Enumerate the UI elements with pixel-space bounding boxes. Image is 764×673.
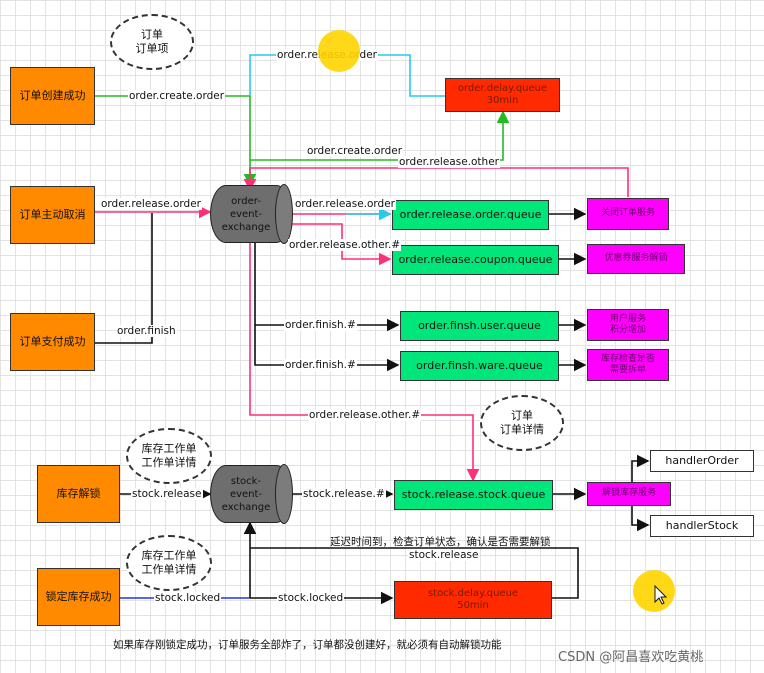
queue-order-release-label: order.release.order.queue bbox=[399, 208, 542, 222]
note-stock-task-1-text: 库存工作单 工作单详情 bbox=[141, 441, 197, 469]
publisher-order-paid-label: 订单支付成功 bbox=[19, 335, 86, 349]
queue-finish-ware-label: order.finsh.ware.queue bbox=[416, 359, 543, 373]
rk-binding-release-order: order.release.order bbox=[294, 198, 396, 210]
publisher-stock-locked-label: 锁定库存成功 bbox=[45, 590, 112, 604]
queue-stock-release: stock.release.stock.queue bbox=[394, 480, 553, 510]
queue-order-delay-name: order.delay.queue bbox=[457, 82, 548, 94]
publisher-order-cancelled: 订单主动取消 bbox=[10, 186, 95, 244]
stock-event-exchange: stock- event- exchange bbox=[210, 464, 293, 524]
queue-stock-delay-name: stock.delay.queue bbox=[427, 587, 519, 599]
consumer-unlock-coupon: 优惠券服务解锁 bbox=[587, 244, 685, 274]
note-stock-task-2: 库存工作单 工作单详情 bbox=[126, 535, 212, 591]
queue-stock-release-label: stock.release.stock.queue bbox=[401, 488, 546, 502]
note-order-items-text: 订单 订单项 bbox=[135, 27, 169, 55]
queue-order-delay-ttl: 30min bbox=[486, 95, 519, 106]
queue-order-delay: order.delay.queue 30min bbox=[445, 78, 560, 112]
consumer-unlock-stock-label: 解锁库存服务 bbox=[601, 488, 656, 499]
rk-stock-locked-1: stock.locked bbox=[154, 592, 222, 604]
stock-event-exchange-label: stock- event- exchange bbox=[221, 475, 271, 513]
consumer-ware-split-label: 库存检查是否 需要拆单 bbox=[600, 353, 655, 375]
rk-create-order-2: order.create.order bbox=[306, 145, 404, 157]
queue-coupon-release: order.release.coupon.queue bbox=[392, 245, 559, 275]
queue-finish-ware: order.finsh.ware.queue bbox=[400, 351, 559, 381]
consumer-user-points: 用户服务 积分增加 bbox=[587, 309, 669, 341]
note-order-items: 订单 订单项 bbox=[110, 14, 194, 70]
rk-binding-release-other: order.release.other.# bbox=[288, 239, 402, 251]
queue-order-release: order.release.order.queue bbox=[392, 200, 549, 230]
rk-create-order-1: order.create.order bbox=[128, 90, 226, 102]
watermark: CSDN @阿昌喜欢吃黄桃 bbox=[558, 650, 704, 665]
queue-coupon-release-label: order.release.coupon.queue bbox=[398, 253, 553, 267]
note-order-details: 订单 订单详情 bbox=[480, 395, 564, 451]
consumer-close-order: 关闭订单服务 bbox=[587, 198, 669, 230]
mouse-pointer-icon bbox=[633, 570, 675, 612]
publisher-order-created-label: 订单创建成功 bbox=[19, 89, 86, 103]
rk-binding-release-other-stock: order.release.other.# bbox=[308, 409, 422, 421]
handler-order-label: handlerOrder bbox=[665, 454, 739, 468]
consumer-close-order-label: 关闭订单服务 bbox=[600, 208, 655, 219]
consumer-unlock-stock: 解锁库存服务 bbox=[587, 482, 671, 506]
rk-binding-finish-1: order.finish.# bbox=[284, 319, 357, 331]
order-event-exchange-label: order- event- exchange bbox=[221, 195, 271, 233]
publisher-stock-locked: 锁定库存成功 bbox=[37, 568, 120, 626]
queue-stock-delay-ttl: 50min bbox=[457, 600, 489, 611]
rk-stock-delay-return: stock.release bbox=[408, 549, 480, 561]
note-order-details-text: 订单 订单详情 bbox=[500, 408, 544, 436]
consumer-user-points-label: 用户服务 积分增加 bbox=[609, 313, 646, 335]
annotation-delay-check: 延迟时间到，检查订单状态，确认是否需要解锁 bbox=[330, 536, 551, 548]
publisher-order-cancelled-label: 订单主动取消 bbox=[19, 208, 86, 222]
rk-order-finish: order.finish bbox=[116, 325, 177, 337]
rk-binding-finish-2: order.finish.# bbox=[284, 359, 357, 371]
rk-stock-release: stock.release bbox=[131, 488, 203, 500]
consumer-ware-split: 库存检查是否 需要拆单 bbox=[587, 349, 669, 381]
handler-stock: handlerStock bbox=[650, 515, 754, 537]
handler-order: handlerOrder bbox=[650, 450, 754, 472]
text-cursor-icon bbox=[318, 30, 360, 72]
annotation-footer: 如果库存刚锁定成功，订单服务全部炸了，订单都没创建好，就必须有自动解锁功能 bbox=[113, 639, 502, 651]
publisher-stock-unlock-label: 库存解锁 bbox=[56, 487, 101, 501]
queue-finish-user: order.finsh.user.queue bbox=[400, 311, 559, 341]
queue-stock-delay: stock.delay.queue 50min bbox=[394, 581, 552, 619]
rk-release-other-top: order.release.other bbox=[398, 156, 500, 168]
note-stock-task-1: 库存工作单 工作单详情 bbox=[126, 428, 212, 484]
publisher-order-created: 订单创建成功 bbox=[10, 67, 95, 125]
consumer-unlock-coupon-label: 优惠券服务解锁 bbox=[604, 253, 668, 264]
handler-stock-label: handlerStock bbox=[665, 519, 739, 533]
note-stock-task-2-text: 库存工作单 工作单详情 bbox=[141, 548, 197, 576]
rk-binding-stock-release: stock.release.# bbox=[302, 488, 386, 500]
publisher-stock-unlock: 库存解锁 bbox=[37, 465, 120, 523]
rk-stock-locked-2: stock.locked bbox=[277, 592, 345, 604]
publisher-order-paid: 订单支付成功 bbox=[10, 313, 95, 371]
rk-release-order-cancel: order.release.order bbox=[100, 198, 202, 210]
queue-finish-user-label: order.finsh.user.queue bbox=[418, 319, 541, 333]
order-event-exchange: order- event- exchange bbox=[210, 184, 293, 244]
